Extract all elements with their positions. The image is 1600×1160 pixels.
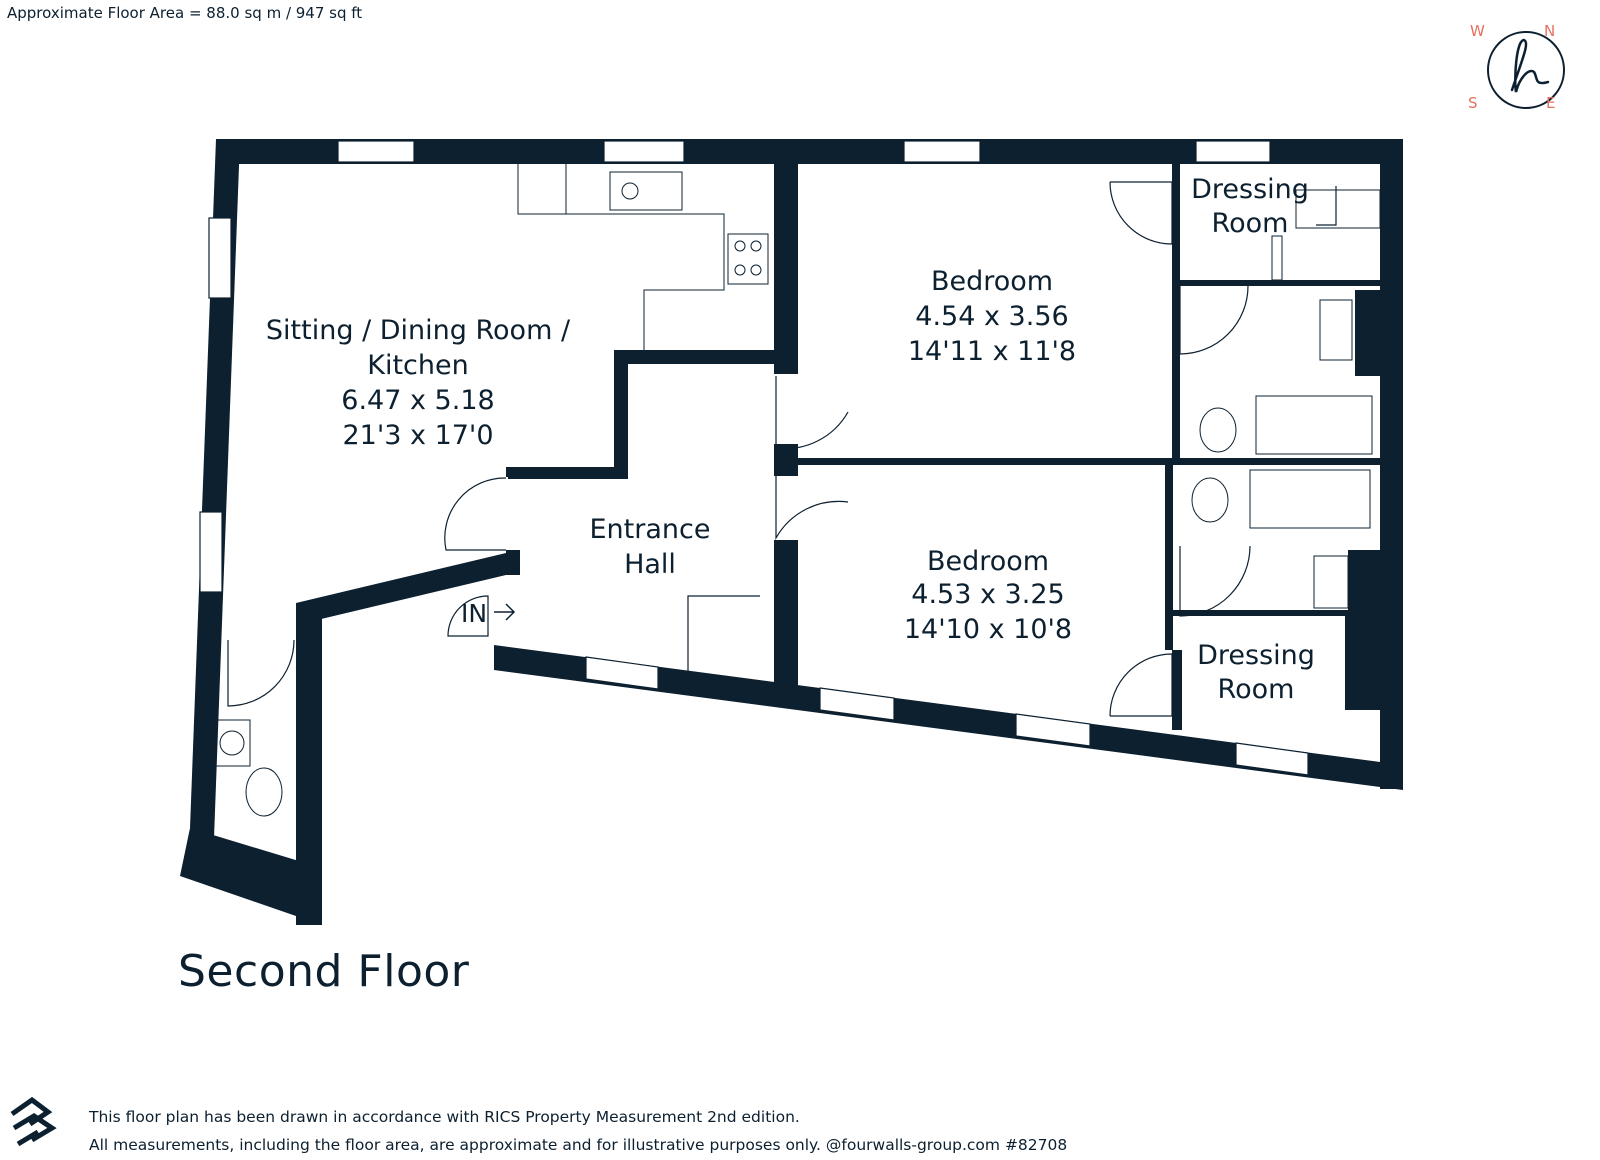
entry-arrow-icon: [494, 603, 516, 621]
toilet-icon: [1191, 477, 1229, 523]
compass-logo-icon: W N S E: [1468, 22, 1565, 112]
basin-icon: [1313, 555, 1349, 609]
basin-icon: [213, 719, 251, 767]
sitting-label-1: Sitting / Dining Room /: [266, 315, 571, 346]
hall-label-1: Entrance: [590, 514, 711, 545]
fixtures: [213, 164, 1381, 817]
compass-n: N: [1544, 22, 1555, 40]
fourwalls-logo-icon: [10, 1096, 57, 1147]
dressing1-label-2: Room: [1212, 208, 1289, 239]
compass-e: E: [1546, 94, 1555, 112]
disclaimer-line-2: All measurements, including the floor ar…: [89, 1136, 1068, 1154]
bath-icon: [1249, 469, 1371, 529]
bedroom2-label: Bedroom: [927, 546, 1049, 577]
dressing2-label-1: Dressing: [1197, 640, 1315, 671]
sitting-metric: 6.47 x 5.18: [341, 385, 494, 416]
room-labels: Sitting / Dining Room / Kitchen 6.47 x 5…: [266, 174, 1315, 705]
bedroom1-label: Bedroom: [931, 266, 1053, 297]
sitting-label-2: Kitchen: [367, 350, 468, 381]
toilet-icon: [245, 767, 283, 817]
compass-w: W: [1470, 22, 1485, 40]
disclaimer-line-1: This floor plan has been drawn in accord…: [89, 1108, 800, 1126]
walls: [180, 139, 1403, 925]
dressing2-label-2: Room: [1218, 674, 1295, 705]
windows: [199, 140, 1309, 776]
dressing1-label-1: Dressing: [1191, 174, 1309, 205]
bath-icon: [1255, 395, 1373, 455]
bedroom2-metric: 4.53 x 3.25: [911, 579, 1064, 610]
hob-icon: [727, 233, 769, 285]
basin-icon: [1319, 299, 1353, 361]
toilet-icon: [1199, 407, 1237, 453]
bedroom1-imperial: 14'11 x 11'8: [908, 336, 1076, 367]
entry-label: IN: [461, 599, 487, 628]
sink-icon: [609, 171, 683, 211]
floor-title: Second Floor: [178, 946, 470, 997]
floor-area-text: Approximate Floor Area = 88.0 sq m / 947…: [7, 4, 363, 22]
bedroom2-imperial: 14'10 x 10'8: [904, 614, 1072, 645]
doors: [227, 181, 1337, 717]
sitting-imperial: 21'3 x 17'0: [342, 420, 493, 451]
hall-label-2: Hall: [624, 549, 676, 580]
bedroom1-metric: 4.54 x 3.56: [915, 301, 1068, 332]
compass-s: S: [1468, 94, 1478, 112]
